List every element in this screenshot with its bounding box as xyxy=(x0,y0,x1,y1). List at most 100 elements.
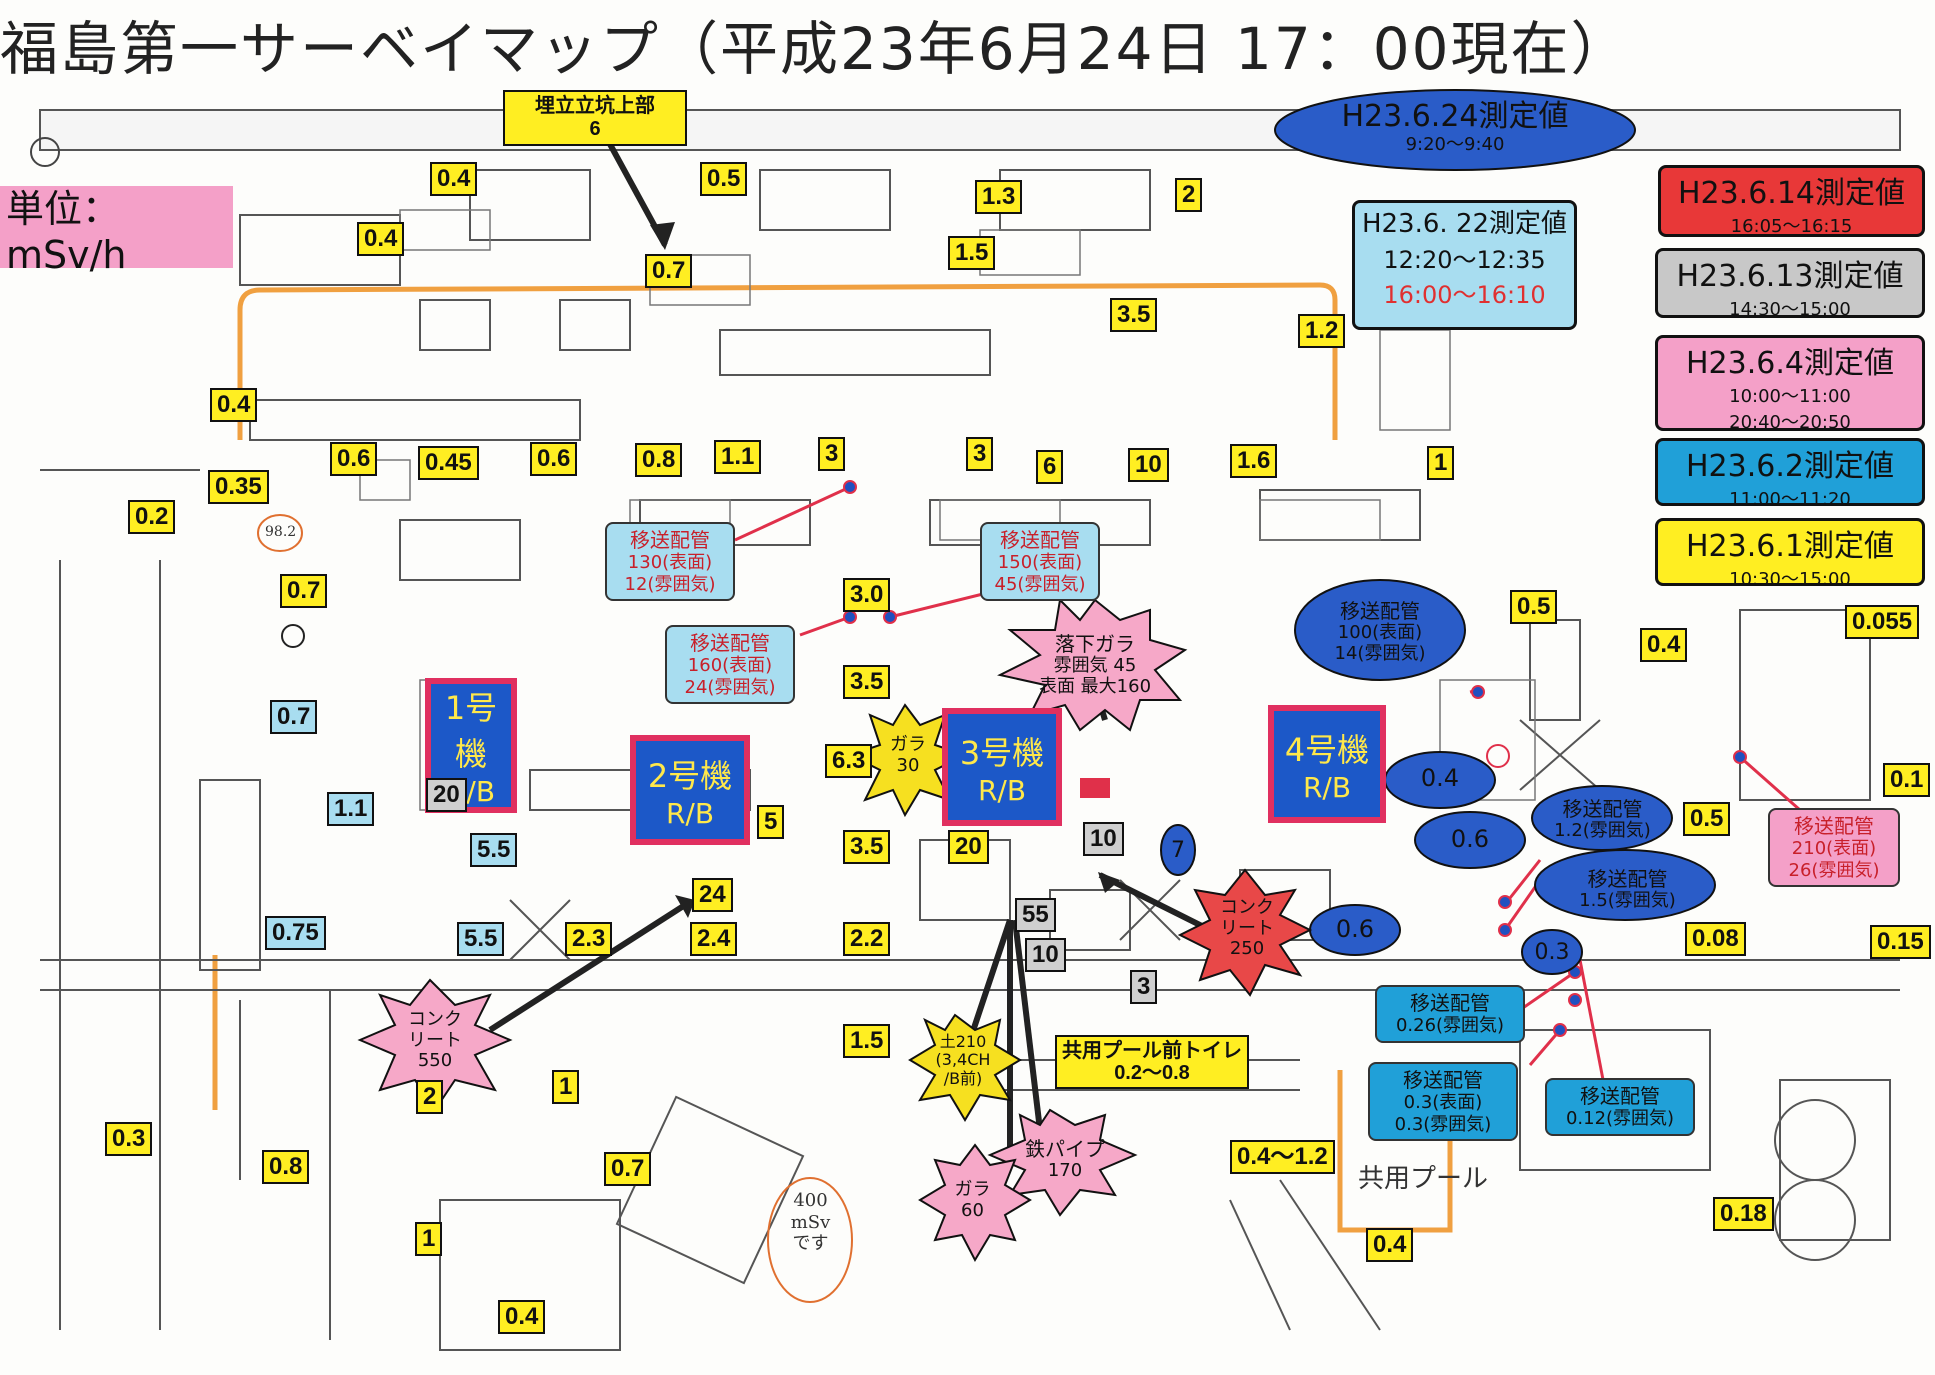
cloud-label: 0.3 xyxy=(1534,940,1570,965)
value-tag: 1.5 xyxy=(948,236,996,270)
burst-iron-pipe-170 xyxy=(987,1108,1138,1217)
handwritten-circle xyxy=(767,1177,853,1303)
value-tag: 3.0 xyxy=(843,578,891,612)
value-tag: 24 xyxy=(692,878,733,912)
burst-shapes xyxy=(357,597,1313,1263)
value-tag: 0.7 xyxy=(280,574,328,608)
cloud-label: 0.6 xyxy=(1335,915,1375,943)
value-tag-cyan: 5.5 xyxy=(457,922,505,956)
value-tag: 0.6 xyxy=(530,442,578,476)
value-tag: 2.2 xyxy=(843,922,891,956)
value-tag: 0.4 xyxy=(498,1300,546,1334)
value-tag: 2.4 xyxy=(690,922,738,956)
value-tag: 0.5 xyxy=(1510,590,1558,624)
value-tag: 2 xyxy=(1175,178,1203,212)
value-tag: 6 xyxy=(1036,450,1064,484)
value-tag: 3 xyxy=(818,437,846,471)
burst-concrete-250 xyxy=(1177,868,1313,997)
value-tag: 0.5 xyxy=(1683,802,1731,836)
value-tag: 3.5 xyxy=(1110,298,1158,332)
handwritten-pool-label: 共用プール xyxy=(1358,1164,1489,1194)
value-tag: 2.3 xyxy=(565,922,613,956)
cloud-label: 0.6 xyxy=(1450,825,1490,853)
no-entry-icon-2 xyxy=(1486,744,1510,768)
burst-rubble-60 xyxy=(918,1143,1032,1263)
value-tag: 5 xyxy=(757,805,785,839)
survey-route xyxy=(237,282,1338,440)
value-tag: 0.1 xyxy=(1883,763,1931,797)
value-tag: 1.2 xyxy=(1298,314,1346,348)
value-tag: 3.5 xyxy=(843,830,891,864)
value-tag: 0.4 xyxy=(1366,1228,1414,1262)
burst-rubble-30 xyxy=(847,703,968,818)
value-tag: 3 xyxy=(966,437,994,471)
value-tag: 0.3 xyxy=(105,1122,153,1156)
value-tag-gray: 3 xyxy=(1130,970,1158,1004)
value-tag-cyan: 0.7 xyxy=(270,700,318,734)
legend-h0622: H23.6. 22測定値 12:20〜12:35 16:00〜16:10 xyxy=(1352,200,1577,330)
value-tag: 1.1 xyxy=(714,440,762,474)
value-tag: 0.35 xyxy=(208,470,269,504)
page-title: 福島第一サーベイマップ（平成23年6月24日 17：00現在） xyxy=(0,15,1631,83)
value-tag: 0.45 xyxy=(418,446,479,480)
burst-falling-rubble xyxy=(997,597,1188,732)
value-tag: 0.4〜1.2 xyxy=(1230,1140,1335,1174)
cloud-shapes xyxy=(1160,89,1716,975)
value-tag: 0.8 xyxy=(635,443,683,477)
value-tag: 0.4 xyxy=(1640,628,1688,662)
value-tag: 20 xyxy=(948,830,989,864)
value-tag: 0.7 xyxy=(604,1152,652,1186)
arrow-heads xyxy=(650,222,1120,918)
value-tag: 0.08 xyxy=(1685,922,1746,956)
value-tag: 0.4 xyxy=(210,388,258,422)
value-tag-gray: 10 xyxy=(1025,938,1066,972)
value-tag-cyan: 5.5 xyxy=(470,833,518,867)
value-tag-gray: 20 xyxy=(426,778,467,812)
value-tag: 0.7 xyxy=(645,254,693,288)
value-tag: 1.5 xyxy=(843,1024,891,1058)
value-tag: 0.6 xyxy=(330,442,378,476)
value-tag: 1.3 xyxy=(975,180,1023,214)
no-entry-icon xyxy=(281,624,305,648)
value-tag: 1.6 xyxy=(1230,444,1278,478)
value-tag: 1 xyxy=(1427,446,1455,480)
value-tag: 0.5 xyxy=(700,162,748,196)
value-tag: 0.8 xyxy=(262,1150,310,1184)
value-tag-gray: 55 xyxy=(1015,898,1056,932)
value-tag: 3.5 xyxy=(843,665,891,699)
burst-label: 土210(3,4CH/B前) xyxy=(935,1032,991,1088)
value-tag: 0.4 xyxy=(357,222,405,256)
value-tag-cyan: 1.1 xyxy=(327,792,375,826)
value-tag: 6.3 xyxy=(825,744,873,778)
value-tag: 10 xyxy=(1128,448,1169,482)
handwritten-small: 98.2 xyxy=(265,524,297,540)
cloud-label: 7 xyxy=(1171,838,1185,863)
value-tag-cyan: 0.75 xyxy=(265,916,326,950)
value-tag: 0.4 xyxy=(430,162,478,196)
